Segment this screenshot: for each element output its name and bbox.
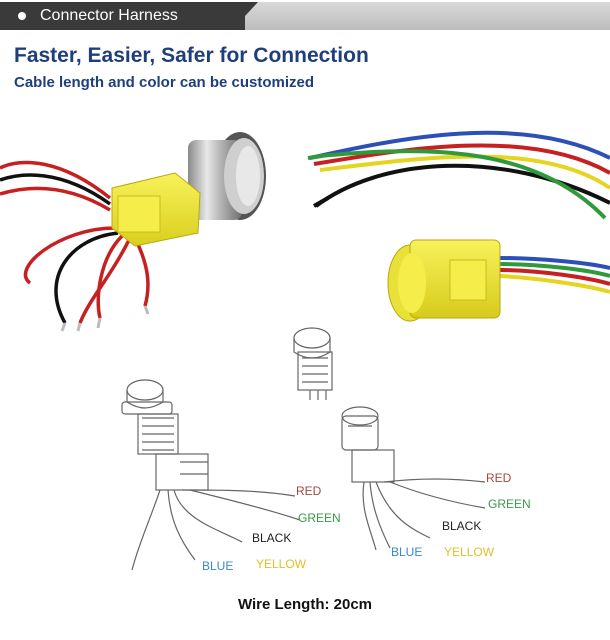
header-bar-dark	[0, 2, 245, 30]
right-label-red: RED	[486, 471, 512, 485]
header-title: Connector Harness	[40, 7, 178, 24]
left-label-black: BLACK	[252, 531, 291, 545]
right-connector-photo	[307, 130, 610, 322]
left-connector-photo	[0, 132, 266, 332]
right-label-blue: BLUE	[391, 545, 422, 559]
wire-length-label: Wire Length: 20cm	[237, 596, 373, 613]
header-bar-slant	[232, 2, 258, 30]
headline: Faster, Easier, Safer for Connection	[14, 44, 369, 67]
left-wiring-diagram: RED GREEN BLACK BLUE YELLOW	[121, 379, 340, 573]
right-label-black: BLACK	[442, 519, 481, 533]
left-label-green: GREEN	[298, 511, 340, 525]
right-label-green: GREEN	[488, 497, 531, 511]
left-label-yellow: YELLOW	[256, 557, 307, 571]
right-wiring-diagram: RED GREEN BLACK BLUE YELLOW	[293, 327, 531, 559]
header-bar: Connector Harness	[0, 0, 610, 32]
bullet-icon	[18, 12, 26, 20]
right-label-yellow: YELLOW	[444, 545, 495, 559]
subhead: Cable length and color can be customized	[14, 74, 315, 91]
header-bar-gray	[244, 2, 610, 30]
left-label-blue: BLUE	[202, 559, 233, 573]
left-label-red: RED	[296, 484, 322, 498]
